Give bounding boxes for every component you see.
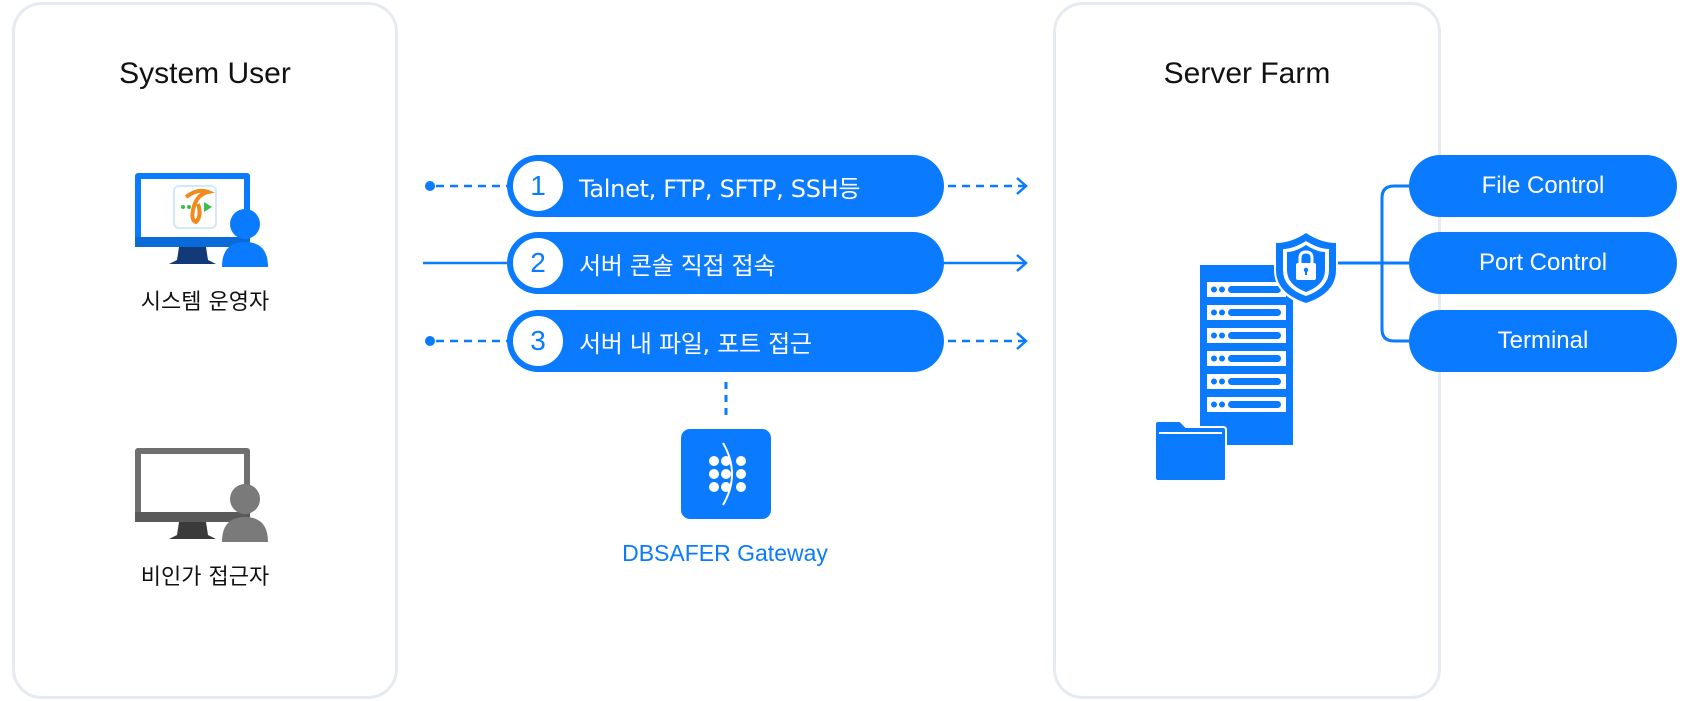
flow-3-arrow-icon (1016, 332, 1028, 350)
flow-2-arrow-icon (1016, 254, 1028, 272)
authorized-operator-label: 시스템 운영자 (140, 290, 270, 315)
flow-2-pill: 2 서버 콘솔 직접 접속 (507, 232, 944, 294)
shield-lock-icon (1274, 231, 1338, 306)
unauthorized-user-icon (135, 448, 268, 542)
server-rack-icon (1200, 265, 1293, 445)
flow-1-label: Talnet, FTP, SFTP, SSH등 (579, 174, 861, 203)
dbsafer-gateway-icon (681, 429, 771, 519)
file-control-label: File Control (1481, 172, 1605, 199)
system-user-title: System User (119, 57, 291, 90)
flow-1-pill: 1 Talnet, FTP, SFTP, SSH등 (507, 155, 944, 217)
terminal-pill: Terminal (1409, 310, 1677, 372)
folder-icon (1154, 420, 1227, 482)
flow-1-start-dot (425, 181, 435, 191)
file-control-pill: File Control (1409, 155, 1677, 217)
flow-2-label: 서버 콘솔 직접 접속 (579, 251, 776, 280)
flow-2-number: 2 (513, 238, 563, 288)
unauthorized-user-label: 비인가 접근자 (140, 565, 270, 590)
port-control-pill: Port Control (1409, 232, 1677, 294)
flow-1-number: 1 (513, 161, 563, 211)
dbsafer-gateway-label: DBSAFER Gateway (622, 540, 828, 566)
flow-3-pill: 3 서버 내 파일, 포트 접근 (507, 310, 944, 372)
authorized-operator-icon (135, 173, 268, 267)
system-user-panel: System User (12, 2, 398, 699)
server-farm-title: Server Farm (1163, 57, 1331, 90)
flow-3-number: 3 (513, 316, 563, 366)
flow-3-start-dot (425, 336, 435, 346)
port-control-label: Port Control (1478, 249, 1608, 276)
control-bracket (1338, 184, 1409, 343)
flow-1-arrow-icon (1016, 177, 1028, 195)
flow-3-label: 서버 내 파일, 포트 접근 (579, 329, 812, 358)
terminal-label: Terminal (1497, 327, 1589, 354)
